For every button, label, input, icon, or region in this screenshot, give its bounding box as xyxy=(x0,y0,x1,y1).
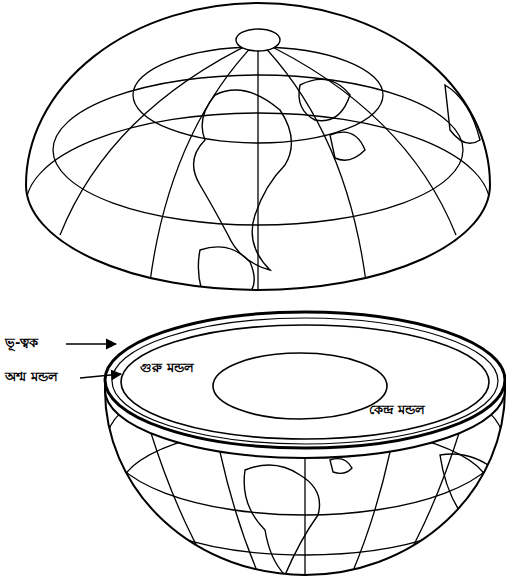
continent-outline xyxy=(198,247,254,300)
continent-outline xyxy=(244,465,319,575)
meridian-line xyxy=(400,430,460,570)
continent-outline xyxy=(299,79,350,120)
lower-continents xyxy=(244,454,496,575)
core-ellipse: কেন্দ্র মন্ডল xyxy=(212,352,388,420)
meridian-line xyxy=(60,40,258,235)
lithosphere-line xyxy=(112,318,498,444)
upper-continents xyxy=(194,79,480,300)
crust-label: ভূ-ত্বক xyxy=(4,335,39,351)
leader-arrow xyxy=(80,374,121,378)
crust-edge xyxy=(105,312,505,448)
meridian-line xyxy=(350,452,390,576)
continent-outline xyxy=(445,85,480,143)
mantle-ellipse: গুরু মন্ডল কেন্দ্র মন্ডল xyxy=(120,324,490,440)
meridian-line xyxy=(258,40,366,282)
continent-outline xyxy=(194,90,292,270)
continent-outline xyxy=(330,459,352,474)
region-name: কেন্দ্র মন্ডল xyxy=(369,402,426,418)
continent-outline xyxy=(440,454,496,531)
lithosphere-label: অশ্ম মন্ডল xyxy=(4,369,59,385)
meridian-line xyxy=(220,452,260,576)
ellipse-outline xyxy=(213,353,387,419)
node-outline xyxy=(212,352,388,420)
ellipse-outline xyxy=(121,325,489,439)
meridian-line xyxy=(258,40,456,235)
leader-arrow xyxy=(66,343,116,345)
meridian-line xyxy=(304,458,305,576)
pole-circle xyxy=(236,29,280,51)
region-name: গুরু মন্ডল xyxy=(140,360,194,376)
meridian-line xyxy=(150,430,210,570)
continent-outline xyxy=(330,132,365,160)
meridian-line xyxy=(150,40,258,282)
upper-grid xyxy=(26,40,490,297)
